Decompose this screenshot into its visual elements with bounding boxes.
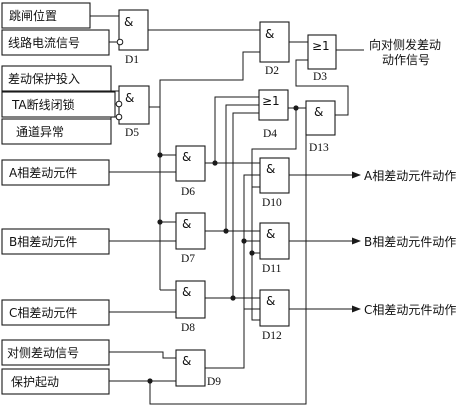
gate-d5-symbol: & bbox=[125, 91, 134, 105]
gate-d6: & D6 bbox=[175, 145, 206, 198]
gate-d4-label: D4 bbox=[263, 128, 277, 140]
input-line-current-label: 线路电流信号 bbox=[8, 35, 80, 50]
junction-dot bbox=[249, 250, 255, 256]
input-protection-start-label: 保护起动 bbox=[11, 375, 59, 389]
junction-dot bbox=[157, 219, 163, 225]
inverter-bubble bbox=[116, 38, 124, 46]
gate-d2: & D2 bbox=[259, 21, 290, 77]
junctions bbox=[147, 105, 299, 384]
wire-diffon-to-d5 bbox=[110, 78, 119, 92]
gate-d12-label: D12 bbox=[262, 330, 282, 342]
input-phase-c: C相差动元件 bbox=[1, 299, 110, 326]
output-phase-b-operate: B相差动元件动作 bbox=[364, 235, 456, 249]
wire-d5-to-d2 bbox=[149, 51, 260, 108]
gate-d8-label: D8 bbox=[181, 322, 195, 334]
gate-d7: & D7 bbox=[175, 212, 206, 265]
gate-d7-symbol: & bbox=[182, 217, 191, 231]
input-phase-a-label: A相差动元件 bbox=[9, 166, 77, 180]
output-phase-c-operate: C相差动元件动作 bbox=[364, 303, 456, 317]
gate-d1: & D1 bbox=[116, 9, 149, 66]
junction-dot bbox=[157, 152, 163, 158]
gate-d13-symbol: & bbox=[314, 105, 323, 119]
wire-channel-to-d5 bbox=[110, 116, 116, 131]
gate-d8-symbol: & bbox=[182, 285, 191, 299]
input-ta-break-block-label: TA断线闭锁 bbox=[11, 97, 75, 112]
gate-d13: & D13 bbox=[305, 100, 336, 154]
gates: & D1 & D2 ≥1 D3 & D5 ≥1 D4 bbox=[115, 9, 337, 388]
gate-d6-label: D6 bbox=[181, 186, 195, 198]
junction-dot bbox=[241, 238, 247, 244]
junction-dot bbox=[230, 295, 236, 301]
output-labels: 向对侧发差动 动作信号 A相差动元件动作 B相差动元件动作 C相差动元件动作 bbox=[364, 37, 456, 317]
wire-remote-to-d9 bbox=[109, 351, 176, 359]
gate-d5-label: D5 bbox=[125, 127, 139, 139]
wire-d6-to-d4 bbox=[214, 96, 259, 163]
input-phase-a: A相差动元件 bbox=[1, 159, 110, 186]
wires bbox=[90, 15, 364, 405]
input-boxes: 跳闸位置 线路电流信号 差动保护投入 TA断线闭锁 通道异常 A相差动元件 B相… bbox=[1, 2, 116, 395]
gate-d9: & D9 bbox=[175, 349, 221, 388]
wire-d4-to-d12 bbox=[251, 253, 260, 321]
junction-dot bbox=[147, 378, 153, 384]
gate-d4-symbol: ≥1 bbox=[262, 94, 280, 108]
input-ta-break-block: TA断线闭锁 bbox=[1, 91, 116, 118]
wire-d4-to-d11 bbox=[251, 187, 260, 254]
input-diff-protection-on: 差动保护投入 bbox=[1, 65, 112, 92]
input-phase-b: B相差动元件 bbox=[1, 228, 110, 255]
gate-d8: & D8 bbox=[175, 280, 206, 334]
gate-d4: ≥1 D4 bbox=[258, 89, 289, 140]
gate-d12-symbol: & bbox=[266, 294, 275, 308]
gate-d10: & D10 bbox=[259, 157, 290, 209]
gate-d13-label: D13 bbox=[309, 142, 329, 154]
gate-d9-label: D9 bbox=[207, 376, 221, 388]
gate-d3-symbol: ≥1 bbox=[312, 39, 330, 53]
output-to-remote-line2: 动作信号 bbox=[382, 53, 430, 67]
output-phase-a-operate: A相差动元件动作 bbox=[364, 169, 456, 183]
gate-d7-label: D7 bbox=[181, 253, 195, 265]
wire-d9-to-d10 bbox=[205, 174, 260, 369]
gate-d3-label: D3 bbox=[313, 71, 327, 83]
output-to-remote-line1: 向对侧发差动 bbox=[369, 37, 441, 52]
input-remote-diff-signal: 对侧差动信号 bbox=[1, 339, 110, 366]
gate-d1-label: D1 bbox=[125, 54, 139, 66]
gate-d5: & D5 bbox=[115, 85, 150, 139]
gate-d10-label: D10 bbox=[262, 197, 282, 209]
junction-dot bbox=[223, 228, 229, 234]
wire-d8-to-d4 bbox=[232, 112, 259, 298]
junction-dot bbox=[212, 160, 218, 166]
gate-d2-label: D2 bbox=[265, 65, 279, 77]
input-trip-position-label: 跳闸位置 bbox=[9, 8, 57, 23]
input-line-current: 线路电流信号 bbox=[1, 29, 110, 56]
wire-d4-to-d10 bbox=[251, 108, 297, 188]
inverter-bubble bbox=[115, 113, 123, 121]
input-diff-protection-on-label: 差动保护投入 bbox=[8, 71, 80, 86]
gate-d12: & D12 bbox=[259, 289, 290, 342]
gate-d9-symbol: & bbox=[182, 354, 191, 368]
gate-d3: ≥1 D3 bbox=[307, 34, 337, 83]
wire-d13-to-d3 bbox=[295, 59, 349, 116]
gate-d1-symbol: & bbox=[124, 15, 133, 29]
wire-start-to-d13 bbox=[149, 124, 307, 405]
gate-d6-symbol: & bbox=[182, 150, 191, 164]
input-trip-position: 跳闸位置 bbox=[1, 2, 91, 29]
gate-d10-symbol: & bbox=[266, 162, 275, 176]
input-phase-c-label: C相差动元件 bbox=[9, 306, 77, 320]
input-channel-abnormal: 通道异常 bbox=[1, 118, 112, 145]
gate-d11-label: D11 bbox=[262, 263, 282, 275]
input-channel-abnormal-label: 通道异常 bbox=[16, 125, 64, 139]
gate-d11: & D11 bbox=[259, 222, 290, 275]
gate-d2-symbol: & bbox=[265, 27, 274, 41]
inverter-bubble bbox=[115, 100, 123, 108]
wire-d7-to-d4 bbox=[225, 104, 259, 231]
junction-dot bbox=[293, 105, 299, 111]
input-phase-b-label: B相差动元件 bbox=[9, 235, 77, 249]
input-protection-start: 保护起动 bbox=[1, 368, 110, 395]
input-remote-diff-signal-label: 对侧差动信号 bbox=[7, 346, 79, 360]
gate-d11-symbol: & bbox=[266, 227, 275, 241]
